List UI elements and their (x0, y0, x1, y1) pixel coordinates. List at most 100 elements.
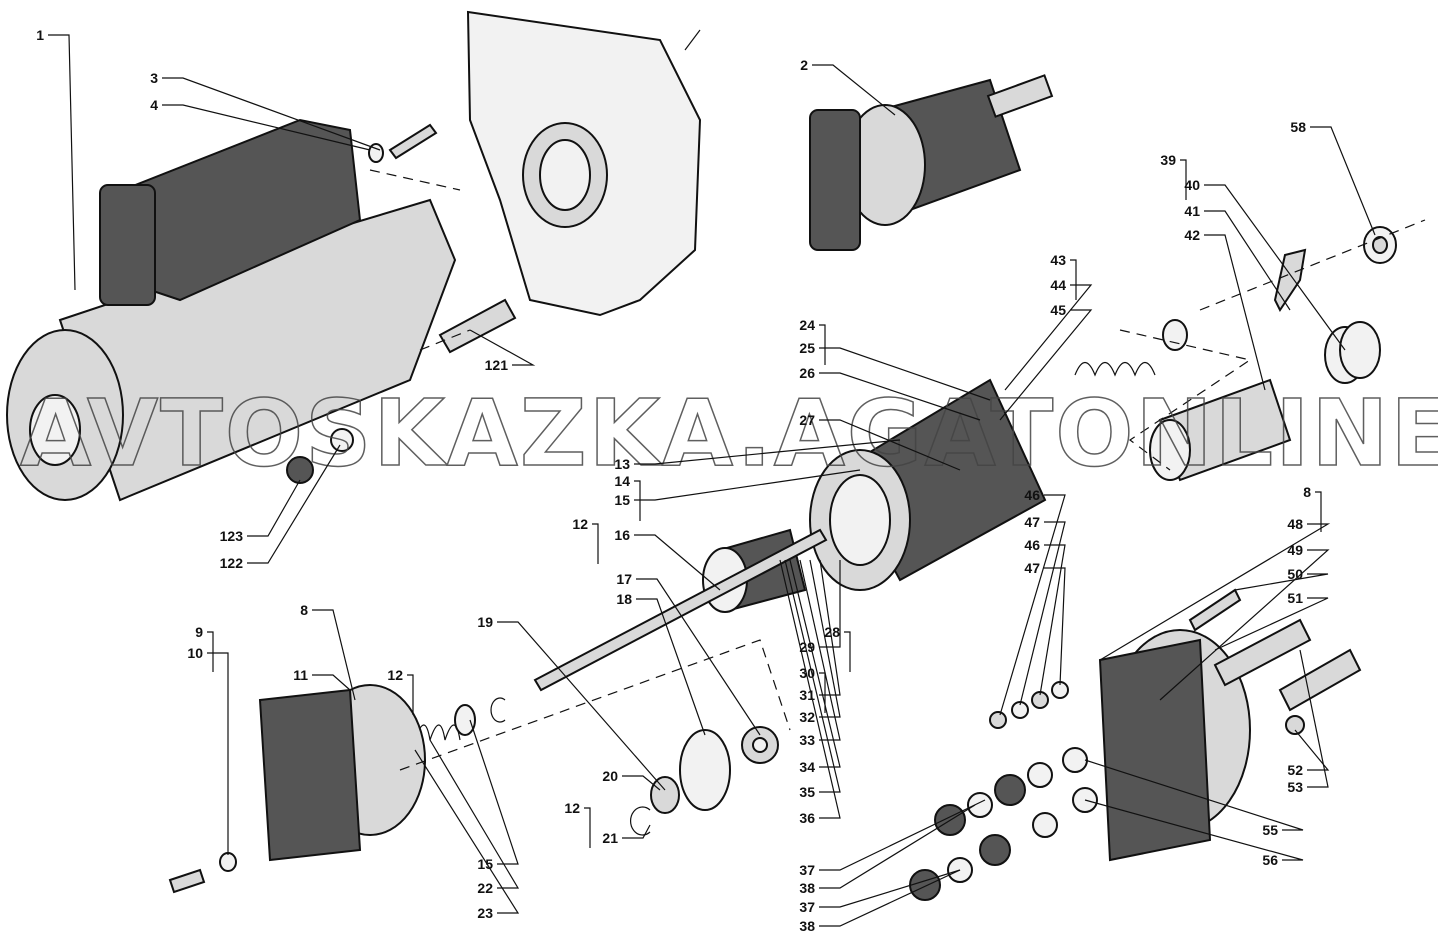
part-label-34: 34 (799, 759, 815, 775)
leader-line-37 (819, 869, 961, 908)
washer-20 (650, 776, 680, 814)
washer-18 (679, 729, 731, 811)
leader-line-46 (1039, 544, 1066, 696)
leader-line-45 (999, 309, 1093, 421)
leader-line-13 (634, 439, 901, 465)
part-label-31: 31 (799, 687, 815, 703)
part-label-27: 27 (799, 412, 815, 428)
part-label-42: 42 (1184, 227, 1200, 243)
leader-line-40 (1204, 184, 1346, 351)
spring-15 (414, 724, 461, 741)
part-label-18: 18 (616, 591, 632, 607)
part-labels: 1341211231222583940414243444524252627131… (36, 27, 1311, 934)
leader-line-36 (779, 559, 841, 819)
leader-line-34 (789, 559, 841, 768)
leader-line-1 (48, 34, 76, 291)
part-label-49: 49 (1287, 542, 1303, 558)
leader-line-23 (414, 749, 520, 914)
leader-line-27 (819, 419, 961, 471)
leader-line-53 (1299, 649, 1329, 788)
engine-housing (466, 10, 702, 317)
washer-10 (219, 852, 237, 872)
part-label-47: 47 (1024, 514, 1040, 530)
part-label-16: 16 (614, 527, 630, 543)
clip-21 (630, 806, 651, 836)
bushing-17 (741, 726, 779, 764)
part-label-33: 33 (799, 732, 815, 748)
part-label-58: 58 (1290, 119, 1306, 135)
bolt-53 (1278, 648, 1362, 712)
leader-line-52 (1294, 729, 1330, 771)
leader-line-3 (162, 77, 381, 151)
leader-line-48 (1099, 523, 1331, 661)
lever-41 (1273, 248, 1307, 312)
end-cap-11 (258, 684, 426, 862)
part-label-2: 2 (800, 57, 808, 73)
leader-line-56 (1084, 799, 1304, 861)
part-label-29: 29 (799, 639, 815, 655)
leader-line-42 (1204, 234, 1266, 391)
part-label-41: 41 (1184, 203, 1200, 219)
part-label-13: 13 (614, 456, 630, 472)
washer-58 (1363, 226, 1397, 264)
leader-line-2 (812, 64, 896, 116)
part-label-45: 45 (1050, 302, 1066, 318)
leader-line-4 (162, 104, 371, 151)
clip-19 (490, 697, 506, 723)
part-label-36: 36 (799, 810, 815, 826)
spring-43 (1074, 319, 1188, 377)
part-label-9: 9 (195, 624, 203, 640)
part-label-51: 51 (1287, 590, 1303, 606)
nut-123 (286, 456, 314, 484)
washer-4 (368, 143, 384, 163)
leader-line-123 (247, 479, 301, 537)
part-label-50: 50 (1287, 566, 1303, 582)
group-bracket-12 (584, 807, 591, 848)
shaft-18 (533, 528, 828, 692)
leader-line-38 (819, 869, 961, 927)
nuts-46-47 (989, 681, 1069, 729)
group-bracket-12 (592, 523, 599, 564)
part-label-26: 26 (799, 365, 815, 381)
part-label-19: 19 (477, 614, 493, 630)
starter-motor-assembly (6, 118, 457, 502)
part-label-39: 39 (1160, 152, 1176, 168)
armature-stator-24 (809, 378, 1047, 591)
leader-line-16 (634, 534, 721, 591)
part-label-37: 37 (799, 862, 815, 878)
part-label-44: 44 (1050, 277, 1066, 293)
part-label-21: 21 (602, 830, 618, 846)
leader-line-10 (207, 652, 229, 855)
group-bracket-8 (1315, 491, 1322, 532)
part-label-43: 43 (1050, 252, 1066, 268)
leader-line-121 (469, 329, 536, 366)
part-label-12: 12 (564, 800, 580, 816)
bolt-50 (1188, 588, 1242, 632)
part-label-20: 20 (602, 768, 618, 784)
part-label-12: 12 (387, 667, 403, 683)
part-label-4: 4 (150, 97, 158, 113)
part-label-56: 56 (1262, 852, 1278, 868)
part-label-52: 52 (1287, 762, 1303, 778)
part-label-1: 1 (36, 27, 44, 43)
leader-line-25 (819, 347, 991, 401)
leader-line-122 (247, 444, 341, 564)
leader-lines (48, 34, 1376, 927)
drive-housing-8 (1098, 629, 1251, 862)
part-label-53: 53 (1287, 779, 1303, 795)
leader-line-35 (784, 559, 841, 793)
part-label-11: 11 (293, 667, 308, 683)
solenoid-2 (809, 74, 1054, 251)
leader-line-38 (819, 804, 976, 889)
part-label-15: 15 (614, 492, 630, 508)
bolt-9 (168, 868, 206, 894)
leader-line-21 (622, 824, 651, 839)
group-bracket-24 (819, 324, 826, 365)
part-label-37: 37 (799, 899, 815, 915)
washer-15b (454, 704, 476, 736)
leader-line-37 (819, 799, 986, 871)
part-label-32: 32 (799, 709, 815, 725)
leader-line-29 (819, 560, 841, 648)
leader-line-32 (809, 559, 841, 718)
leader-line-31 (819, 559, 841, 696)
